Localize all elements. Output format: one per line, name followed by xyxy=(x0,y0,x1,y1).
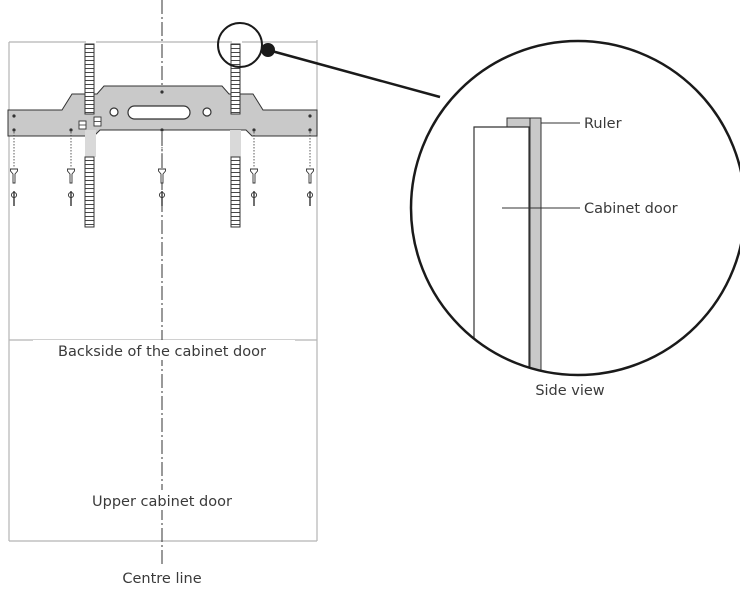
centre-line-label: Centre line xyxy=(122,571,201,587)
backside-label: Backside of the cabinet door xyxy=(58,344,266,360)
screw-icon xyxy=(10,132,18,206)
side-view-magnifier xyxy=(409,39,740,377)
screw-set xyxy=(10,132,314,206)
side-view-cabinet-door xyxy=(473,126,530,375)
screw-icon xyxy=(67,132,75,206)
detail-callout xyxy=(217,22,441,99)
upper-door-label: Upper cabinet door xyxy=(92,494,232,510)
mounting-bracket xyxy=(7,85,318,157)
ruler-right xyxy=(230,43,241,228)
screw-icon xyxy=(250,132,258,206)
ruler-left xyxy=(84,43,95,228)
ruler-label: Ruler xyxy=(584,116,622,132)
screw-icon xyxy=(158,132,166,206)
side-view-label: Side view xyxy=(535,383,604,399)
cabinet-door-label: Cabinet door xyxy=(584,201,678,217)
screw-icon xyxy=(306,132,314,206)
